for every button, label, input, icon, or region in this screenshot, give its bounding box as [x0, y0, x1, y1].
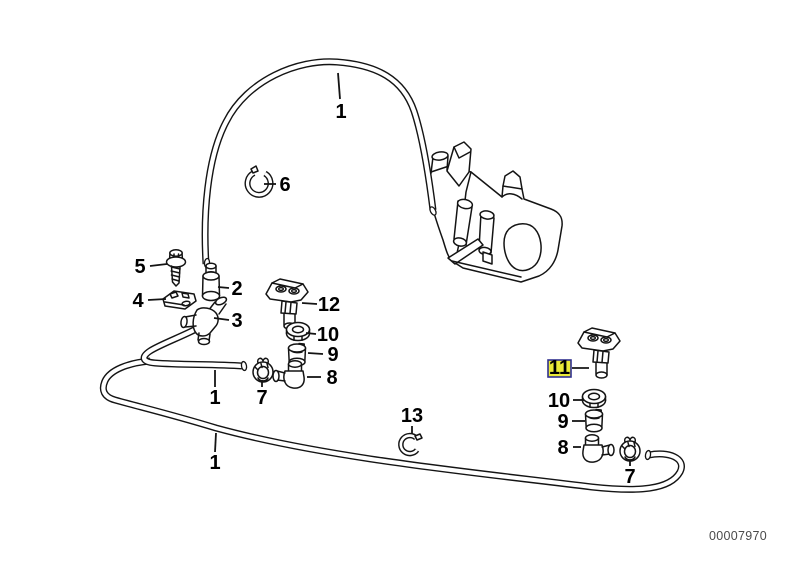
callout-elbow-8-left[interactable]: 8: [307, 367, 338, 389]
washer-fluid-reservoir: [428, 141, 563, 283]
callout-label[interactable]: 12: [318, 294, 340, 316]
callout-clip-6[interactable]: 6: [264, 174, 291, 196]
grommet-10-left: [285, 321, 311, 342]
bracket-4: [162, 290, 197, 310]
nozzle-12: [265, 278, 309, 330]
callout-valve-2[interactable]: 2: [217, 278, 243, 300]
callout-label[interactable]: 10: [548, 390, 570, 412]
grommet-10-right: [581, 388, 607, 409]
callout-label[interactable]: 9: [327, 344, 338, 366]
sleeve-9-right: [584, 408, 604, 433]
callout-clip-13[interactable]: 13: [401, 405, 423, 434]
callout-sleeve-9-left[interactable]: 9: [307, 344, 339, 366]
clamp-7-right: [619, 436, 641, 462]
callout-label[interactable]: 8: [326, 367, 337, 389]
callout-elbow-8-right[interactable]: 8: [557, 437, 581, 459]
callout-label[interactable]: 5: [134, 256, 145, 278]
hose-top: [201, 58, 437, 269]
callout-hose-bottom[interactable]: 1: [209, 432, 221, 474]
clip-13: [398, 432, 423, 457]
callout-grommet-10-right[interactable]: 10: [548, 390, 584, 412]
callout-bracket-4[interactable]: 4: [132, 290, 167, 312]
clamp-7-left: [252, 357, 274, 383]
callout-label[interactable]: 7: [624, 466, 635, 488]
callout-label-highlighted[interactable]: 11: [549, 357, 570, 379]
callout-label[interactable]: 1: [209, 452, 220, 474]
callout-label[interactable]: 13: [401, 405, 423, 427]
callout-clamp-7-left[interactable]: 7: [256, 380, 268, 409]
screw-5: [165, 249, 187, 287]
callout-label[interactable]: 2: [231, 278, 242, 300]
elbow-8-right: [582, 434, 615, 463]
clip-6: [244, 165, 274, 198]
callout-label[interactable]: 10: [317, 324, 339, 346]
highlight-box[interactable]: [547, 359, 572, 378]
callout-label[interactable]: 4: [132, 290, 144, 312]
callout-connector-3[interactable]: 3: [213, 310, 243, 332]
callout-nozzle-12[interactable]: 12: [301, 294, 340, 316]
hose-bottom: [99, 357, 685, 493]
reservoir-window: [503, 223, 542, 272]
callout-hose-top[interactable]: 1: [335, 72, 347, 123]
callout-hose-middle[interactable]: 1: [209, 370, 221, 409]
callout-clamp-7-right[interactable]: 7: [624, 460, 636, 488]
elbow-8-left: [272, 360, 305, 389]
callout-nozzle-11-highlighted[interactable]: 11: [547, 357, 589, 379]
callout-grommet-10-left[interactable]: 10: [305, 324, 339, 346]
callout-sleeve-9-right[interactable]: 9: [557, 411, 585, 433]
callout-screw-5[interactable]: 5: [134, 256, 168, 278]
valve-2: [201, 262, 221, 302]
callout-label[interactable]: 6: [279, 174, 290, 196]
doc-number: 00007970: [709, 529, 767, 543]
callout-label[interactable]: 3: [231, 310, 242, 332]
filler-neck: [430, 155, 449, 174]
callout-label[interactable]: 8: [557, 437, 568, 459]
nozzle-11: [577, 327, 621, 379]
callout-label[interactable]: 9: [557, 411, 568, 433]
callout-label[interactable]: 7: [256, 387, 267, 409]
connector-3: [180, 296, 228, 346]
callout-label[interactable]: 1: [209, 387, 220, 409]
hose-middle: [140, 325, 248, 372]
callout-label[interactable]: 1: [335, 101, 346, 123]
